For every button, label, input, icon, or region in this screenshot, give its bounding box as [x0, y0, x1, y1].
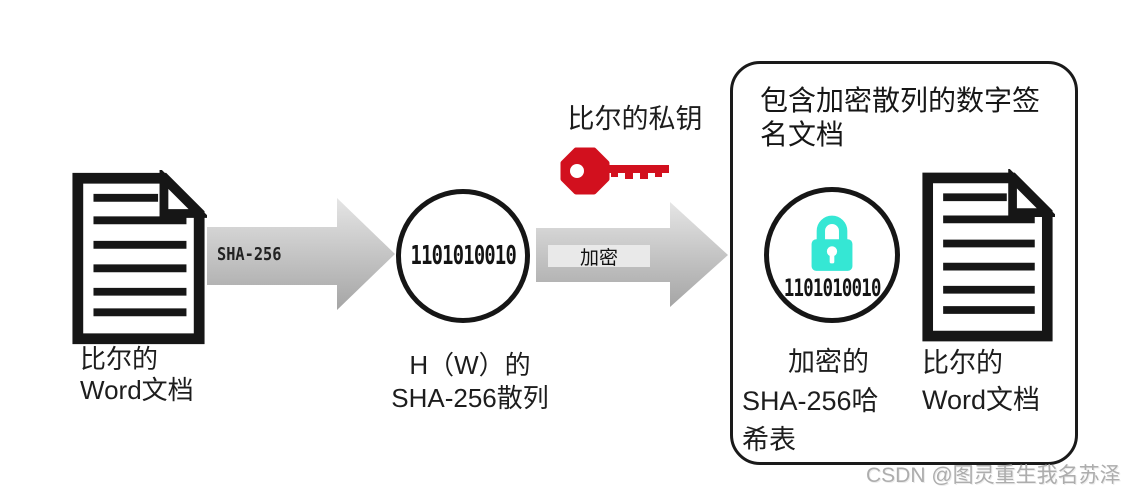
private-key-label: 比尔的私钥	[567, 104, 703, 134]
sha256-arrow-icon: SHA-256	[207, 196, 397, 321]
encrypt-arrow-label: 加密	[579, 247, 618, 269]
signed-box-title-line2: 名文档	[760, 119, 845, 150]
word-document-icon	[72, 170, 207, 345]
box-document-label-line1: 比尔的	[922, 348, 1003, 378]
encrypt-arrow-band: 加密	[548, 245, 650, 269]
hash-binary-text: 1101010010	[410, 241, 516, 271]
hash-circle: 1101010010	[396, 189, 530, 323]
encrypted-hash-label-line2: SHA-256哈	[742, 386, 879, 416]
hash-label-line2: SHA-256散列	[391, 383, 549, 413]
encrypted-hash-circle: 1101010010	[764, 187, 900, 323]
left-document-label: 比尔的 Word文档	[80, 344, 194, 406]
encrypted-binary-text: 1101010010	[783, 274, 882, 302]
watermark-text: CSDN @图灵重生我名苏泽	[866, 464, 1121, 487]
encrypted-hash-label: 加密的 SHA-256哈 希表	[742, 343, 879, 460]
encrypted-hash-label-line1: 加密的	[788, 347, 869, 377]
signed-box-title: 包含加密散列的数字签 名文档	[760, 84, 1040, 152]
lock-icon	[811, 215, 853, 271]
right-arrow-icon	[207, 198, 395, 310]
box-document-label: 比尔的 Word文档	[922, 345, 1040, 419]
encrypt-arrow-icon: 加密	[536, 200, 730, 308]
sha256-arrow-label: SHA-256	[217, 244, 282, 265]
signed-box-title-line1: 包含加密散列的数字签	[760, 85, 1041, 116]
box-document-label-line2: Word文档	[922, 385, 1041, 415]
left-document-label-line2: Word文档	[80, 375, 194, 405]
encrypted-hash-label-line3: 希表	[742, 425, 796, 455]
private-key-icon	[560, 147, 669, 195]
word-document-icon	[922, 169, 1055, 342]
hash-label: H（W）的 SHA-256散列	[380, 349, 560, 415]
hash-label-line1: H（W）的	[409, 350, 531, 380]
left-document-label-line1: 比尔的	[80, 344, 159, 374]
